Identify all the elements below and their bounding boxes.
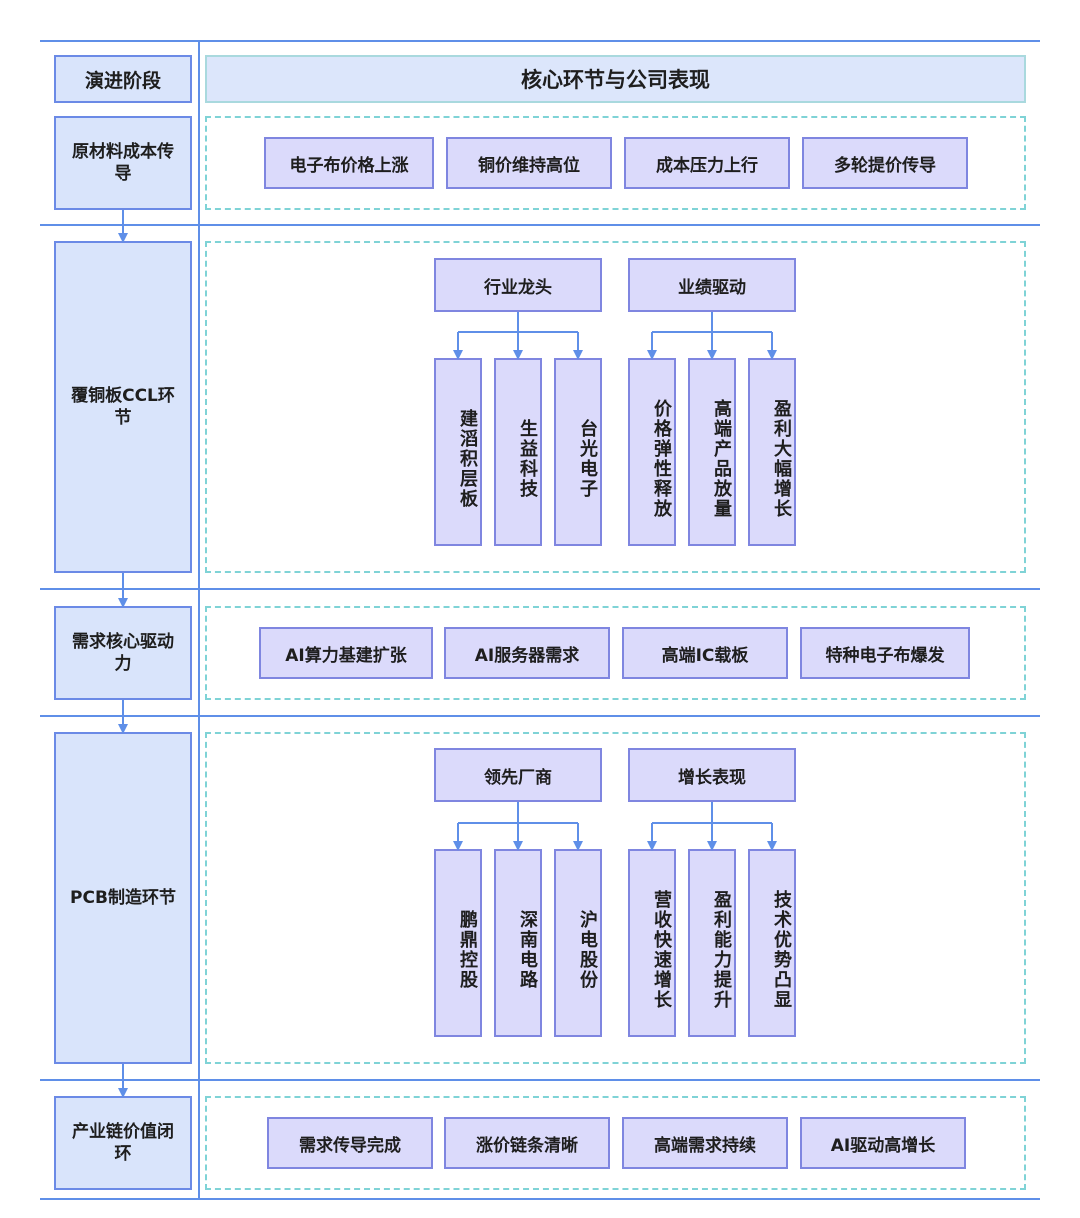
pcb-growth-item: 技术优势凸显 — [748, 849, 796, 1037]
row-container — [205, 116, 1026, 210]
pcb-group-title: 增长表现 — [628, 748, 796, 802]
demand-item: 特种电子布爆发 — [800, 627, 970, 679]
row-separator — [40, 1198, 1040, 1200]
row-container — [205, 732, 1026, 1064]
stage-ccl: 覆铜板CCL环节 — [54, 241, 192, 573]
pcb-growth-item: 盈利能力提升 — [688, 849, 736, 1037]
demand-item: 高端IC载板 — [622, 627, 788, 679]
stage-raw-material: 原材料成本传导 — [54, 116, 192, 210]
row-separator — [40, 224, 1040, 226]
ccl-leader-item: 台光电子 — [554, 358, 602, 546]
column-separator — [198, 40, 200, 1200]
ccl-driver-item: 价格弹性释放 — [628, 358, 676, 546]
row-container — [205, 606, 1026, 700]
row-container — [205, 241, 1026, 573]
pcb-leader-item: 沪电股份 — [554, 849, 602, 1037]
ccl-driver-item: 盈利大幅增长 — [748, 358, 796, 546]
ccl-leader-item: 建滔积层板 — [434, 358, 482, 546]
pcb-group-title: 领先厂商 — [434, 748, 602, 802]
header-core-label: 核心环节与公司表现 — [205, 55, 1026, 103]
row-separator — [40, 40, 1040, 42]
row-separator — [40, 588, 1040, 590]
ccl-group-title: 业绩驱动 — [628, 258, 796, 312]
ccl-driver-item: 高端产品放量 — [688, 358, 736, 546]
header-stage-label: 演进阶段 — [54, 55, 192, 103]
ccl-leader-item: 生益科技 — [494, 358, 542, 546]
row-container — [205, 1096, 1026, 1190]
demand-item: AI服务器需求 — [444, 627, 610, 679]
pcb-growth-item: 营收快速增长 — [628, 849, 676, 1037]
stage-value-loop: 产业链价值闭环 — [54, 1096, 192, 1190]
loop-item: 需求传导完成 — [267, 1117, 433, 1169]
raw-item: 电子布价格上涨 — [264, 137, 434, 189]
loop-item: 高端需求持续 — [622, 1117, 788, 1169]
raw-item: 成本压力上行 — [624, 137, 790, 189]
row-separator — [40, 715, 1040, 717]
demand-item: AI算力基建扩张 — [259, 627, 433, 679]
row-separator — [40, 1079, 1040, 1081]
loop-item: 涨价链条清晰 — [444, 1117, 610, 1169]
raw-item: 铜价维持高位 — [446, 137, 612, 189]
stage-demand-driver: 需求核心驱动力 — [54, 606, 192, 700]
pcb-leader-item: 鹏鼎控股 — [434, 849, 482, 1037]
ccl-group-title: 行业龙头 — [434, 258, 602, 312]
raw-item: 多轮提价传导 — [802, 137, 968, 189]
loop-item: AI驱动高增长 — [800, 1117, 966, 1169]
stage-pcb: PCB制造环节 — [54, 732, 192, 1064]
pcb-leader-item: 深南电路 — [494, 849, 542, 1037]
